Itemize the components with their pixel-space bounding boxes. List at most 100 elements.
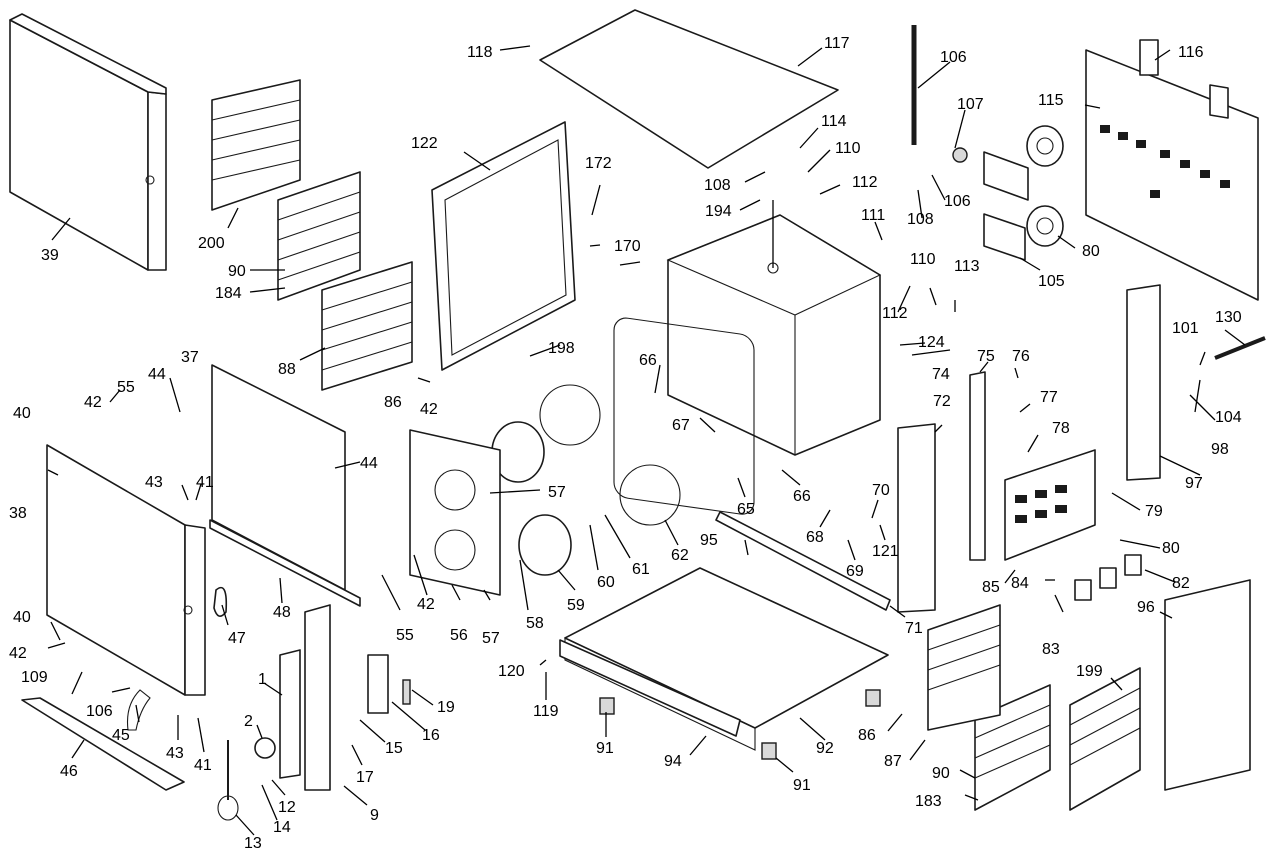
callout-43-bottom: 43 bbox=[166, 745, 184, 762]
callout-130: 130 bbox=[1215, 309, 1242, 326]
callout-48: 48 bbox=[273, 604, 291, 621]
callout-91-left: 91 bbox=[596, 740, 614, 757]
callout-119: 119 bbox=[533, 703, 559, 720]
callout-104: 104 bbox=[1215, 409, 1242, 426]
callout-42-bottom: 42 bbox=[9, 645, 27, 662]
part-gasket-65 bbox=[613, 317, 755, 515]
callout-42-mid: 42 bbox=[417, 596, 435, 613]
callout-200: 200 bbox=[198, 235, 225, 252]
callout-40-bottom: 40 bbox=[13, 609, 31, 626]
callout-37: 37 bbox=[181, 349, 199, 366]
callout-106-bottom: 106 bbox=[86, 703, 113, 720]
callout-122: 122 bbox=[411, 135, 438, 152]
part-electrical-box-85 bbox=[1004, 449, 1096, 561]
callout-58: 58 bbox=[526, 615, 544, 632]
callout-41-bottom: 41 bbox=[194, 757, 212, 774]
callout-118: 118 bbox=[467, 44, 493, 61]
callout-101: 101 bbox=[1172, 320, 1199, 337]
callout-120: 120 bbox=[498, 663, 525, 680]
callout-72: 72 bbox=[933, 393, 951, 410]
callout-87: 87 bbox=[884, 753, 902, 770]
part-top-panel-117 bbox=[539, 9, 839, 169]
callout-45: 45 bbox=[112, 727, 130, 744]
callout-17: 17 bbox=[356, 769, 374, 786]
callout-121: 121 bbox=[872, 543, 899, 560]
callout-106-right: 106 bbox=[944, 193, 971, 210]
callout-57-top: 57 bbox=[548, 484, 566, 501]
callout-59: 59 bbox=[567, 597, 585, 614]
callout-75: 75 bbox=[977, 348, 995, 365]
part-rod-130 bbox=[1214, 336, 1266, 360]
callout-78: 78 bbox=[1052, 420, 1070, 437]
callout-66-left: 66 bbox=[639, 352, 657, 369]
callout-82: 82 bbox=[1172, 575, 1190, 592]
callout-44-top: 44 bbox=[148, 366, 166, 383]
callout-184: 184 bbox=[215, 285, 242, 302]
callout-74: 74 bbox=[932, 366, 950, 383]
part-outer-door-bottom bbox=[46, 444, 206, 696]
callout-110-top: 110 bbox=[835, 140, 861, 157]
callout-55-bottom: 55 bbox=[396, 627, 414, 644]
callout-56: 56 bbox=[450, 627, 468, 644]
callout-183: 183 bbox=[915, 793, 942, 810]
part-feet-91 bbox=[599, 689, 881, 760]
callout-67: 67 bbox=[672, 417, 690, 434]
part-rack-88 bbox=[321, 261, 413, 391]
callout-77: 77 bbox=[1040, 389, 1058, 406]
callout-116: 116 bbox=[1178, 44, 1204, 61]
callout-170: 170 bbox=[614, 238, 641, 255]
callout-68: 68 bbox=[806, 529, 824, 546]
callout-194: 194 bbox=[705, 203, 732, 220]
callout-112-right: 112 bbox=[882, 305, 908, 322]
callout-39: 39 bbox=[41, 247, 59, 264]
callout-60: 60 bbox=[597, 574, 615, 591]
callout-90-top: 90 bbox=[228, 263, 246, 280]
callout-76: 76 bbox=[1012, 348, 1030, 365]
callout-199: 199 bbox=[1076, 663, 1103, 680]
part-rack-90 bbox=[277, 171, 361, 301]
callout-124: 124 bbox=[918, 334, 945, 351]
part-rack-side-199 bbox=[1069, 667, 1141, 811]
part-base-rail-46 bbox=[21, 697, 185, 791]
callout-71: 71 bbox=[905, 620, 923, 637]
part-side-panel-96 bbox=[1164, 579, 1251, 791]
callout-109: 109 bbox=[21, 669, 48, 686]
part-probe-13 bbox=[217, 740, 239, 821]
callout-2: 2 bbox=[244, 713, 253, 730]
callout-113: 113 bbox=[954, 258, 980, 275]
part-bar-48 bbox=[209, 519, 361, 607]
callout-198: 198 bbox=[548, 340, 575, 357]
callout-65: 65 bbox=[737, 501, 755, 518]
callout-172: 172 bbox=[585, 155, 612, 172]
callout-69: 69 bbox=[846, 563, 864, 580]
part-baffle-56 bbox=[409, 429, 501, 596]
callout-44-right: 44 bbox=[360, 455, 378, 472]
part-handle-45 bbox=[126, 689, 151, 731]
callout-38: 38 bbox=[9, 505, 27, 522]
callout-84: 84 bbox=[1011, 575, 1029, 592]
part-electronics-16 bbox=[367, 654, 411, 714]
callout-15: 15 bbox=[385, 740, 403, 757]
callout-96: 96 bbox=[1137, 599, 1155, 616]
callout-16: 16 bbox=[422, 727, 440, 744]
callout-97: 97 bbox=[1185, 475, 1203, 492]
part-oven-cavity bbox=[666, 200, 882, 456]
callout-47: 47 bbox=[228, 630, 246, 647]
callout-66-right: 66 bbox=[793, 488, 811, 505]
callout-106-top: 106 bbox=[940, 49, 967, 66]
callout-110-right: 110 bbox=[910, 251, 936, 268]
part-relays-82 bbox=[1074, 554, 1142, 601]
part-brackets-116 bbox=[1139, 39, 1229, 119]
callout-43-top: 43 bbox=[145, 474, 163, 491]
callout-42-top: 42 bbox=[84, 394, 102, 411]
callout-88: 88 bbox=[278, 361, 296, 378]
callout-92: 92 bbox=[816, 740, 834, 757]
part-outer-door-top bbox=[9, 13, 167, 271]
part-motors-80 bbox=[1026, 125, 1064, 247]
part-motor-plates bbox=[952, 147, 1029, 261]
callout-115: 115 bbox=[1038, 92, 1064, 109]
callout-80-bottom: 80 bbox=[1162, 540, 1180, 557]
callout-91-right: 91 bbox=[793, 777, 811, 794]
callout-86-left: 86 bbox=[384, 394, 402, 411]
